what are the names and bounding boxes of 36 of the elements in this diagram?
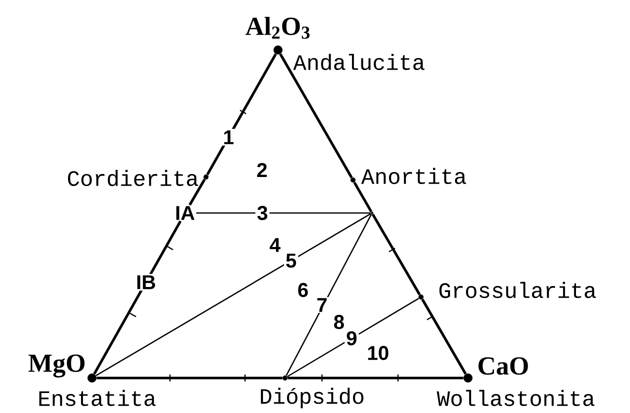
vertex-label: CaO bbox=[478, 357, 528, 375]
field-number: 7 bbox=[315, 297, 329, 313]
tie-line bbox=[96, 213, 372, 376]
field-number: 10 bbox=[366, 344, 390, 362]
tie-line bbox=[372, 214, 421, 296]
mineral-label: Wollastonita bbox=[436, 390, 594, 406]
mineral-label: Diópsido bbox=[260, 388, 364, 408]
field-number: 1 bbox=[221, 128, 236, 146]
mineral-label: Anortita bbox=[361, 168, 466, 184]
field-number: 5 bbox=[284, 252, 298, 270]
tie-line bbox=[286, 214, 372, 376]
tie-line bbox=[188, 178, 206, 206]
field-number: 3 bbox=[255, 204, 270, 222]
field-number: 2 bbox=[255, 162, 269, 178]
mineral-label: Andalucita bbox=[293, 54, 424, 70]
tie-line bbox=[96, 376, 282, 380]
vertex-label: Al$_{2}$O$_{3}$ bbox=[246, 16, 310, 39]
field-number: IA bbox=[174, 205, 196, 221]
tie-line bbox=[421, 298, 467, 375]
tie-line bbox=[206, 53, 277, 176]
mineral-label: Enstatita bbox=[39, 390, 156, 406]
junction-point bbox=[370, 212, 374, 214]
field-number: 6 bbox=[296, 282, 310, 298]
field-number: 9 bbox=[344, 330, 359, 347]
vertex-label: MgO bbox=[28, 354, 85, 378]
tie-line bbox=[93, 220, 182, 375]
mineral-label: Grossularita bbox=[439, 282, 596, 298]
tie-line bbox=[196, 212, 371, 214]
field-number: IB bbox=[134, 274, 158, 291]
field-number: 4 bbox=[268, 237, 282, 253]
tie-line bbox=[353, 182, 372, 212]
tie-line bbox=[288, 376, 464, 380]
field-number: 8 bbox=[332, 314, 346, 330]
tie-line bbox=[286, 298, 420, 378]
tie-line bbox=[279, 53, 353, 178]
mineral-label: Cordierita bbox=[68, 170, 198, 186]
